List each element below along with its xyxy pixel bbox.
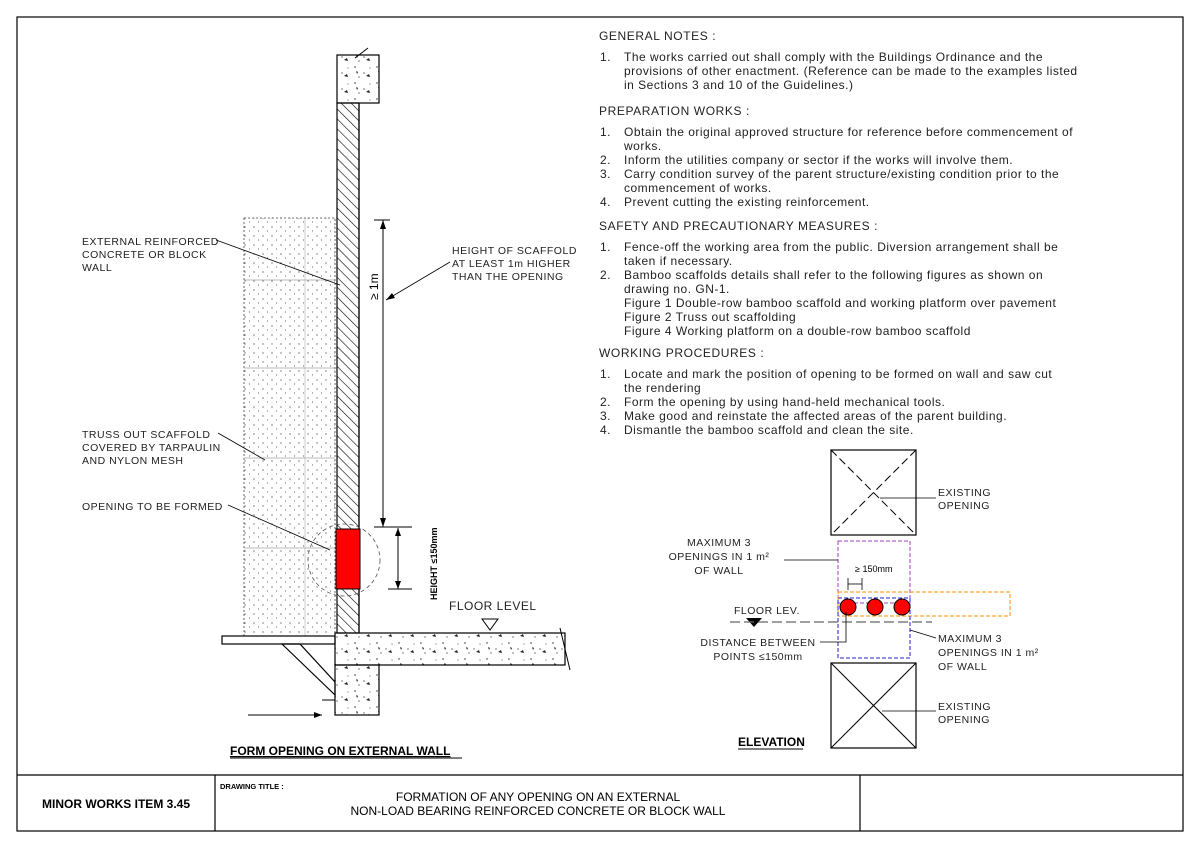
scaffold-label-line-3: AND NYLON MESH: [82, 455, 184, 467]
existing-bottom-line-2: OPENING: [938, 714, 990, 726]
drawing-title-line-2: NON-LOAD BEARING REINFORCED CONCRETE OR …: [351, 804, 726, 818]
max-top-line-1: MAXIMUM 3: [687, 537, 751, 549]
safety-note-line: Fence-off the working area from the publ…: [624, 240, 1058, 254]
scaffold-label-line-2: COVERED BY TARPAULIN: [82, 442, 221, 454]
opening-label: OPENING TO BE FORMED: [82, 501, 223, 513]
procedure-note-number: 1.: [600, 367, 611, 381]
opening-to-be-formed: [335, 528, 361, 590]
safety-note-line: Figure 1 Double-row bamboo scaffold and …: [624, 296, 1056, 310]
procedure-note-line: Locate and mark the position of opening …: [624, 367, 1052, 381]
safety-note-line: Figure 2 Truss out scaffolding: [624, 310, 796, 324]
wall-label-line-3: WALL: [82, 262, 112, 274]
preparation-note-number: 1.: [600, 125, 611, 139]
distance-line-2: POINTS ≤150mm: [713, 651, 802, 663]
safety-note-line: taken if necessary.: [624, 254, 733, 268]
max-top-line-2: OPENINGS IN 1 m²: [669, 551, 770, 563]
procedure-note-line: the rendering: [624, 381, 701, 395]
safety-note-line: drawing no. GN-1.: [624, 282, 730, 296]
preparation-note-line: commencement of works.: [624, 181, 772, 195]
preparation-note-number: 3.: [600, 167, 611, 181]
section-caption: FORM OPENING ON EXTERNAL WALL: [230, 744, 450, 758]
distance-line-1: DISTANCE BETWEEN: [700, 637, 815, 649]
safety-note-line: Figure 4 Working platform on a double-ro…: [624, 324, 971, 338]
existing-top-line-2: OPENING: [938, 500, 990, 512]
preparation-works-heading: PREPARATION WORKS :: [599, 104, 750, 118]
safety-note-number: 1.: [600, 240, 611, 254]
max-right-line-3: OF WALL: [938, 661, 987, 673]
max-top-line-3: OF WALL: [694, 565, 743, 577]
general-note-line: The works carried out shall comply with …: [624, 50, 1043, 64]
orange-max-zone: [837, 591, 1011, 617]
drawing-title-line-1: FORMATION OF ANY OPENING ON AN EXTERNAL: [396, 790, 681, 804]
section-drawing: FLOOR LEVEL ≥ 1m HEIGHT ≤150mm EXTERNAL …: [82, 47, 577, 759]
procedure-note-number: 3.: [600, 409, 611, 423]
scaffold-base-beam: [221, 635, 336, 645]
truss-out-scaffold: [243, 217, 336, 637]
general-note-number: 1.: [600, 50, 611, 64]
max-right-line-2: OPENINGS IN 1 m²: [938, 647, 1039, 659]
preparation-note-line: Prevent cutting the existing reinforceme…: [624, 195, 870, 209]
general-notes-heading: GENERAL NOTES :: [599, 29, 716, 43]
wall-label-line-1: EXTERNAL REINFORCED: [82, 236, 219, 248]
procedure-note-line: Dismantle the bamboo scaffold and clean …: [624, 423, 914, 437]
minor-works-item: MINOR WORKS ITEM 3.45: [42, 797, 190, 811]
preparation-note-line: Carry condition survey of the parent str…: [624, 167, 1059, 181]
preparation-note-line: Inform the utilities company or sector i…: [624, 153, 1013, 167]
small-opening-2: [866, 598, 884, 616]
dimension-height-150: HEIGHT ≤150mm: [429, 528, 439, 600]
height-label-line-2: AT LEAST 1m HIGHER: [452, 258, 571, 270]
existing-top-line-1: EXISTING: [938, 487, 991, 499]
procedure-note-line: Form the opening by using hand-held mech…: [624, 395, 945, 409]
safety-note-number: 2.: [600, 268, 611, 282]
height-label-line-3: THAN THE OPENING: [452, 271, 564, 283]
preparation-note-line: works.: [623, 139, 662, 153]
existing-opening-top: [830, 449, 917, 536]
elevation-caption: ELEVATION: [738, 735, 805, 749]
small-opening-3: [893, 598, 911, 616]
existing-opening-bottom: [830, 662, 917, 749]
slab-downstand: [334, 664, 380, 716]
scaffold-bracket: [280, 643, 336, 697]
max-right-line-1: MAXIMUM 3: [938, 633, 1002, 645]
safety-note-line: Bamboo scaffolds details shall refer to …: [624, 268, 1043, 282]
elevation-drawing: EXISTING OPENING ≥ 150mm FLOOR LEV. MAXI…: [669, 449, 1039, 750]
dimension-150mm: ≥ 150mm: [855, 564, 892, 574]
preparation-note-number: 4.: [600, 195, 611, 209]
procedure-note-number: 2.: [600, 395, 611, 409]
floor-lev-label: FLOOR LEV.: [734, 605, 800, 617]
height-label-line-1: HEIGHT OF SCAFFOLD: [452, 245, 577, 257]
scaffold-label-line-1: TRUSS OUT SCAFFOLD: [82, 429, 210, 441]
preparation-note-number: 2.: [600, 153, 611, 167]
general-note-line: in Sections 3 and 10 of the Guidelines.): [624, 78, 853, 92]
floor-slab: [334, 632, 566, 666]
sheet-border: [16, 16, 1184, 832]
general-note-line: provisions of other enactment. (Referenc…: [624, 64, 1078, 78]
dimension-1m: ≥ 1m: [367, 273, 381, 300]
floor-level-marker: [481, 618, 499, 631]
procedure-note-line: Make good and reinstate the affected are…: [624, 409, 1007, 423]
floor-level-label: FLOOR LEVEL: [449, 599, 537, 613]
working-procedures-heading: WORKING PROCEDURES :: [599, 346, 764, 360]
small-opening-1: [839, 598, 857, 616]
preparation-note-line: Obtain the original approved structure f…: [624, 125, 1073, 139]
drawing-title-label: DRAWING TITLE :: [220, 782, 284, 791]
procedure-note-number: 4.: [600, 423, 611, 437]
wall-top-concrete: [336, 54, 380, 104]
safety-heading: SAFETY AND PRECAUTIONARY MEASURES :: [599, 219, 878, 233]
blue-max-zone: [837, 597, 911, 659]
wall-label-line-2: CONCRETE OR BLOCK: [82, 249, 207, 261]
notes-block: GENERAL NOTES : 1. The works carried out …: [599, 29, 1078, 437]
opening-highlight-circle: [307, 523, 381, 597]
existing-bottom-line-1: EXISTING: [938, 701, 991, 713]
